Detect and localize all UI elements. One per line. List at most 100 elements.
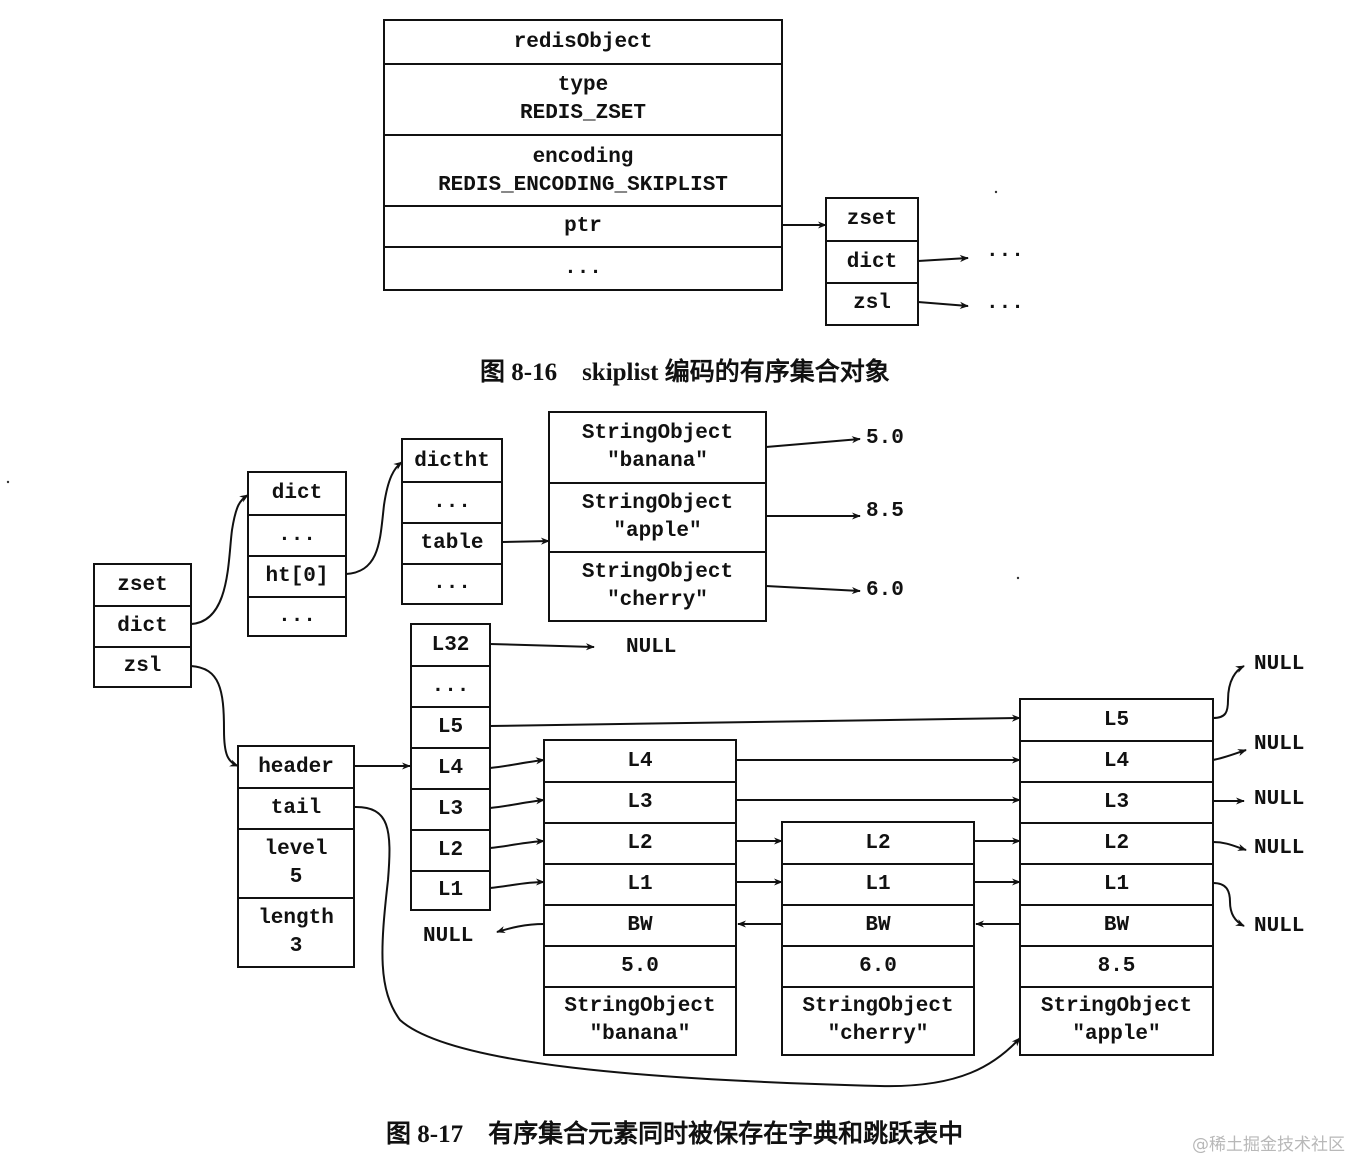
fig2-zsl-cell: zsl (95, 646, 190, 686)
fig2-dict-cell: dict (95, 605, 190, 647)
fig2-zset-box: zset dict zsl (93, 563, 192, 688)
skiplist-node-apple: L5 L4 L3 L2 L1 BW 8.5 StringObject "appl… (1019, 698, 1214, 1056)
null-label: NULL (1254, 653, 1305, 676)
node-level-label: L1 (1103, 873, 1130, 896)
null-label: NULL (1254, 788, 1305, 811)
dictht-ellipsis-2: ... (433, 572, 471, 595)
header-level-label: L1 (437, 878, 464, 902)
entry-type: StringObject (581, 422, 734, 445)
node-level: L2 (1021, 822, 1212, 864)
watermark: @稀土掘金技术社区 (1192, 1135, 1345, 1155)
type-value: REDIS_ZSET (519, 102, 647, 125)
node-obj-value: "banana" (589, 1023, 691, 1046)
fig2-zset-cell: zset (95, 565, 190, 606)
skiplist-node-cherry: L2 L1 BW 6.0 StringObject "cherry" (781, 821, 975, 1056)
arrow-apple-l2-null (1212, 841, 1247, 851)
fig1-zset-label: zset (846, 208, 898, 231)
dict-title-cell: dict (249, 473, 345, 515)
redis-object-title-cell: redisObject (385, 21, 781, 65)
arrow-h-l3 (489, 797, 545, 809)
entry-score: 6.0 (866, 579, 904, 602)
fig1-zsl-label: zsl (853, 292, 891, 315)
encoding-cell: encoding REDIS_ENCODING_SKIPLIST (385, 134, 781, 207)
dictht-title-cell: dictht (403, 440, 501, 483)
arrow-h-l1 (489, 878, 545, 889)
node-score-value: 8.5 (1097, 955, 1136, 978)
dict-entries-box: StringObject "banana" StringObject "appl… (548, 411, 767, 622)
redis-object-box: redisObject type REDIS_ZSET encoding RED… (383, 19, 783, 291)
null-label: NULL (1254, 837, 1305, 860)
encoding-label: encoding (532, 145, 634, 169)
entry-score: 5.0 (866, 427, 904, 450)
entry-key: "apple" (613, 520, 702, 543)
node-obj: StringObject "cherry" (783, 986, 973, 1054)
node-level: L2 (783, 823, 973, 865)
node-level: L5 (1021, 700, 1212, 742)
arrow-zsl-to-ellipsis (917, 301, 969, 309)
node-obj-type: StringObject (802, 995, 954, 1018)
arrow-l32-null (489, 643, 595, 651)
null-label: NULL (423, 925, 474, 948)
zskiplist-length-cell: length 3 (239, 897, 353, 966)
dict-ellipsis-2: ... (278, 604, 316, 628)
entry-type: StringObject (581, 560, 734, 584)
node-score-value: 6.0 (859, 955, 897, 978)
redis-object-title: redisObject (513, 31, 653, 54)
node-level: L2 (545, 822, 735, 864)
ptr-cell: ptr (385, 205, 781, 247)
arrow-dict-to-ellipsis (917, 254, 969, 263)
node-level-label: L3 (1103, 791, 1130, 814)
dictht-table-cell: table (403, 522, 501, 564)
node-score-value: 5.0 (621, 955, 659, 978)
zskiplist-header-cell: header (239, 747, 353, 789)
node-level: L1 (1021, 863, 1212, 905)
zskiplist-tail: tail (270, 797, 322, 820)
node-level-label: L1 (865, 873, 891, 896)
node-backward: BW (1021, 904, 1212, 946)
zskiplist-tail-cell: tail (239, 787, 353, 829)
fig2-dict-label: dict (117, 615, 168, 638)
node-backward: BW (545, 904, 735, 946)
node-obj: StringObject "apple" (1021, 986, 1212, 1054)
header-level-label: L32 (431, 634, 470, 657)
header-level: L32 (412, 625, 489, 667)
dict-ht0-cell: ht[0] (249, 555, 345, 597)
dictht-ellipsis: ... (433, 491, 471, 514)
fig1-dict-cell: dict (827, 240, 917, 283)
dict-ht0: ht[0] (265, 565, 329, 588)
header-level: L1 (412, 870, 489, 909)
zskiplist-level-cell: level 5 (239, 828, 353, 898)
header-level-label: L2 (437, 839, 464, 862)
header-level: L5 (412, 706, 489, 748)
arrow-banana-bw-null (496, 923, 545, 934)
node-obj: StringObject "banana" (545, 986, 735, 1054)
node-level-label: L4 (627, 750, 653, 773)
arrow-cherry-score (765, 585, 861, 595)
node-level: L3 (1021, 781, 1212, 823)
dict-ellipsis: ... (278, 524, 316, 547)
node-backward-label: BW (865, 914, 891, 937)
fig1-zset-box: zset dict zsl (825, 197, 919, 326)
dict-entry: StringObject "banana" (550, 413, 765, 483)
arrow-h-l5 (489, 714, 1021, 727)
dictht-title: dictht (414, 449, 490, 473)
node-level-label: L2 (865, 832, 891, 855)
node-level-label: L3 (627, 791, 653, 814)
header-level-label: ... (431, 675, 470, 698)
arrow-apple-l5-null (1212, 665, 1245, 719)
node-level: L4 (1021, 740, 1212, 782)
type-label: type (557, 74, 609, 97)
header-level: L2 (412, 829, 489, 871)
zskiplist-header: header (258, 756, 334, 779)
node-level-label: L4 (1103, 750, 1130, 773)
fig2-zsl-label: zsl (123, 655, 162, 678)
node-level-label: L2 (627, 832, 653, 855)
dict-box: dict ... ht[0] ... (247, 471, 347, 637)
dict-ellipsis-cell-2: ... (249, 596, 345, 635)
node-backward-label: BW (1103, 914, 1130, 937)
figure-8-16-caption: 图 8-16 skiplist 编码的有序集合对象 (480, 359, 890, 386)
fig1-dict-label: dict (846, 250, 898, 274)
node-score: 6.0 (783, 945, 973, 987)
node-level: L4 (545, 741, 735, 783)
zskiplist-level-label: level (264, 838, 328, 861)
